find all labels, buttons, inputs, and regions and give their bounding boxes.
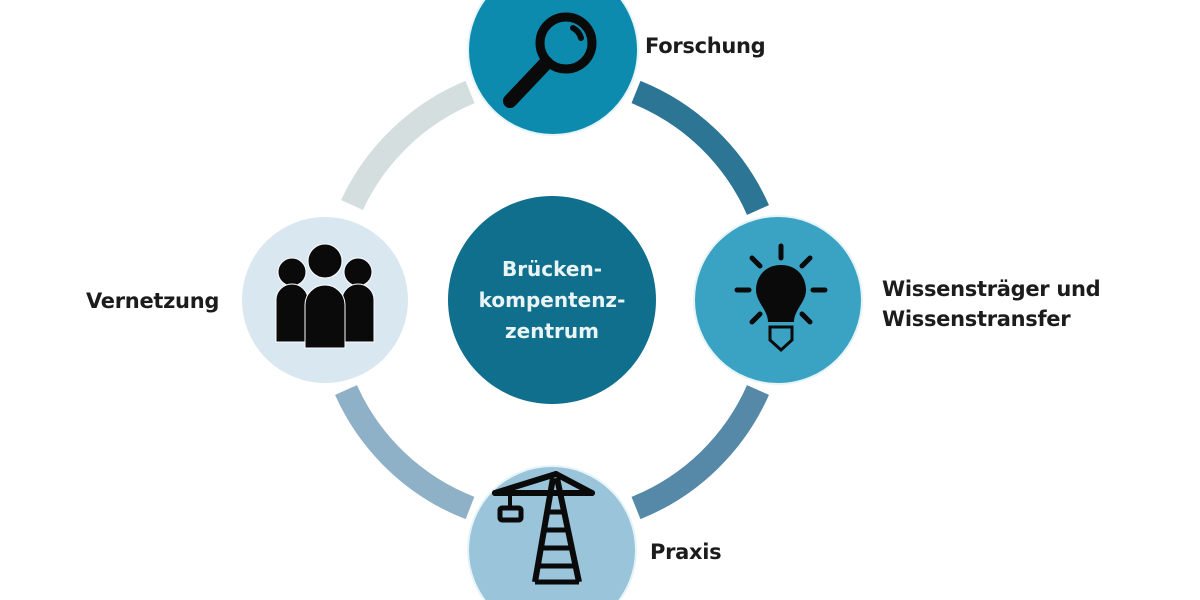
center-label: Brücken- kompentenz- zentrum xyxy=(448,196,656,404)
center-label-line-1: Brücken- xyxy=(501,256,603,281)
label-wissen-line-1: Wissensträger und xyxy=(882,277,1101,301)
label-vernetzung-text: Vernetzung xyxy=(86,289,220,313)
label-praxis-text: Praxis xyxy=(650,540,722,564)
magnifier-icon xyxy=(503,12,597,108)
label-forschung-text: Forschung xyxy=(645,34,766,58)
ring-segment-forschung-wissen xyxy=(631,80,769,215)
node-vernetzung xyxy=(240,215,410,385)
crane-icon xyxy=(492,471,595,585)
label-vernetzung: Vernetzung xyxy=(86,286,219,316)
center-label-line-3: zentrum xyxy=(505,318,599,343)
center-node xyxy=(448,196,656,404)
center-label-line-2: kompentenz- xyxy=(478,287,626,312)
lightbulb-icon xyxy=(734,243,828,353)
ring-segment-wissen-praxis xyxy=(631,385,769,520)
ring-segment-praxis-vernetzung xyxy=(335,384,475,520)
node-wissen xyxy=(693,215,863,385)
label-wissen: Wissensträger und Wissenstransfer xyxy=(882,274,1101,334)
node-forschung xyxy=(467,0,639,136)
label-praxis: Praxis xyxy=(650,537,722,567)
ring xyxy=(335,80,769,520)
label-wissen-line-2: Wissenstransfer xyxy=(882,307,1071,331)
people-icon xyxy=(275,243,375,349)
label-forschung: Forschung xyxy=(645,31,766,61)
node-praxis xyxy=(467,465,637,600)
ring-segment-vernetzung-forschung xyxy=(341,80,475,211)
